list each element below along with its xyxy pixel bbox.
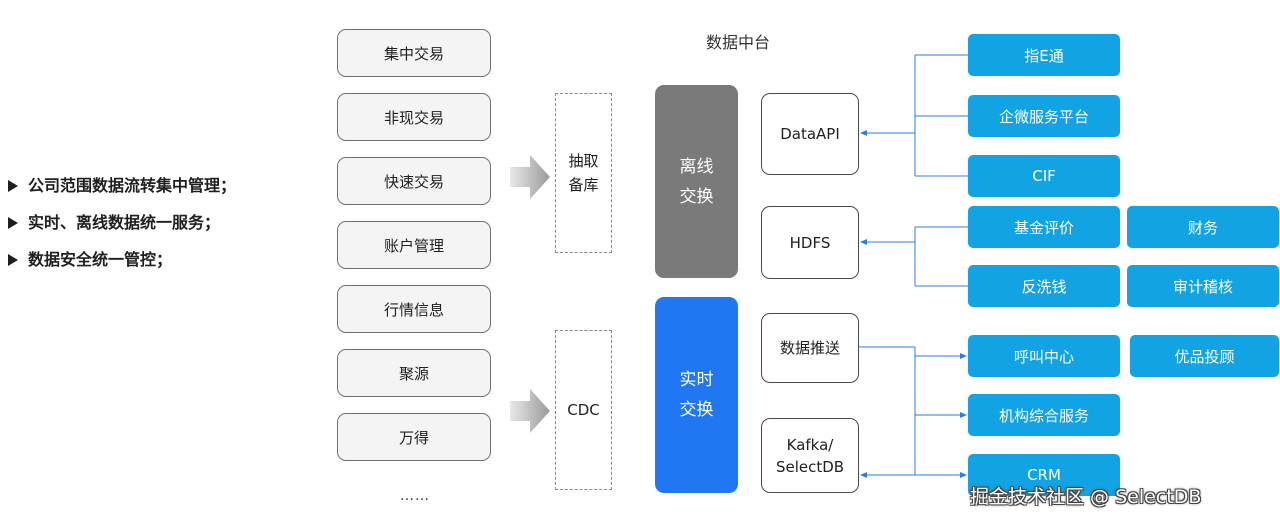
- backup-extract-box: 抽取备库: [555, 93, 612, 253]
- realtime-exchange: 实时交换: [655, 297, 738, 493]
- bullet-item: 数据安全统一管控；: [8, 250, 236, 270]
- arrowhead-crm: [960, 472, 967, 478]
- source-box: 行情信息: [337, 285, 491, 333]
- data-push-box: 数据推送: [761, 313, 859, 383]
- consumer-box: CIF: [968, 155, 1120, 197]
- dataapi-box: DataAPI: [761, 93, 859, 175]
- offline-exchange: 离线交换: [655, 85, 738, 278]
- triangle-icon: [8, 254, 18, 266]
- consumer-box: 呼叫中心: [968, 335, 1120, 377]
- consumer-box: 反洗钱: [968, 265, 1120, 307]
- triangle-icon: [8, 217, 18, 229]
- consumer-box: CRM: [968, 454, 1120, 496]
- cdc-box: CDC: [555, 330, 612, 490]
- arrowhead-hdfs: [860, 239, 867, 245]
- bullet-item: 实时、离线数据统一服务；: [8, 213, 236, 233]
- source-box: 账户管理: [337, 221, 491, 269]
- sources-more: ……: [400, 488, 430, 504]
- consumer-box: 企微服务平台: [968, 95, 1120, 137]
- hdfs-box: HDFS: [761, 206, 859, 279]
- source-box: 聚源: [337, 349, 491, 397]
- source-box: 万得: [337, 413, 491, 461]
- flow-arrow-offline: [510, 155, 550, 199]
- consumer-box: 审计稽核: [1127, 265, 1279, 307]
- consumer-box: 财务: [1127, 206, 1279, 248]
- consumer-box: 基金评价: [968, 206, 1120, 248]
- arrowhead-kafka: [860, 472, 867, 478]
- consumer-box: 优品投顾: [1130, 335, 1279, 377]
- watermark: 掘金技术社区 @ SelectDB: [970, 486, 1202, 508]
- arrowhead-dataapi: [860, 130, 867, 136]
- source-box: 非现交易: [337, 93, 491, 141]
- source-box: 集中交易: [337, 29, 491, 77]
- consumer-box: 指E通: [968, 34, 1120, 76]
- kafka-selectdb-box: Kafka/SelectDB: [761, 418, 859, 493]
- bullet-list: 公司范围数据流转集中管理； 实时、离线数据统一服务； 数据安全统一管控；: [8, 176, 236, 287]
- diagram-title: 数据中台: [706, 33, 771, 52]
- flow-arrow-cdc: [510, 389, 550, 433]
- triangle-icon: [8, 180, 18, 192]
- arrowhead-hujiao: [960, 353, 967, 359]
- bullet-item: 公司范围数据流转集中管理；: [8, 176, 236, 196]
- source-box: 快速交易: [337, 157, 491, 205]
- consumer-box: 机构综合服务: [968, 394, 1120, 436]
- arrowhead-jigou: [960, 412, 967, 418]
